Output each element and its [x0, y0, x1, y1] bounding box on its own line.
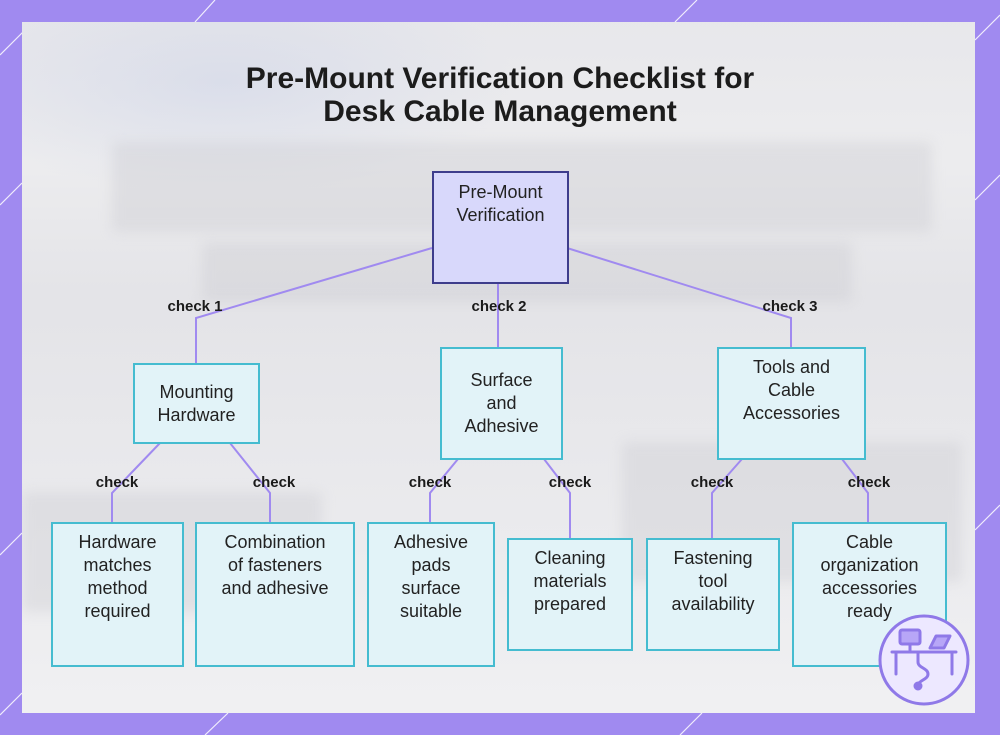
node-surface-adhesive: Surface and Adhesive — [440, 347, 563, 460]
edge-label-check-3: check 3 — [762, 298, 818, 315]
node-fastening-tool: Fastening tool availability — [646, 538, 780, 651]
node-label: Combination of fasteners and adhesive — [221, 532, 329, 598]
node-label: Hardware matches method required — [78, 532, 157, 621]
edge-mounting-combination — [229, 442, 271, 523]
edge-label-check-mounting-b: check — [252, 474, 296, 491]
node-label: Fastening tool availability — [671, 548, 755, 614]
edge-label-check-surface-a: check — [408, 474, 452, 491]
edge-surface-adhesive — [429, 458, 459, 523]
edge-label-check-2: check 2 — [471, 298, 527, 315]
edge-root-tools — [566, 247, 792, 347]
title-line-2: Desk Cable Management — [323, 95, 677, 128]
edge-mounting-hardware — [111, 442, 161, 523]
node-pre-mount-verification: Pre-Mount Verification — [432, 171, 569, 284]
node-combination-fasteners-adhesive: Combination of fasteners and adhesive — [195, 522, 355, 667]
node-label: Tools and Cable Accessories — [742, 357, 841, 423]
node-mounting-hardware: Mounting Hardware — [133, 363, 260, 444]
edge-label-check-mounting-a: check — [95, 474, 139, 491]
node-cleaning-materials: Cleaning materials prepared — [507, 538, 633, 651]
edge-surface-cleaning — [543, 458, 571, 539]
edge-tools-cable — [841, 458, 869, 523]
title-line-1: Pre-Mount Verification Checklist for — [245, 62, 755, 95]
node-adhesive-pads: Adhesive pads surface suitable — [367, 522, 495, 667]
node-label: Adhesive pads surface suitable — [393, 532, 469, 621]
edge-root-mounting — [195, 247, 433, 363]
node-label: Mounting Hardware — [157, 381, 236, 425]
node-tools-accessories: Tools and Cable Accessories — [717, 347, 866, 460]
desk-cable-icon — [878, 614, 970, 706]
node-label: Pre-Mount Verification — [456, 182, 545, 225]
edge-label-check-tools-a: check — [690, 474, 734, 491]
node-hardware-matches: Hardware matches method required — [51, 522, 184, 667]
edge-label-check-surface-b: check — [548, 474, 592, 491]
edge-label-check-tools-b: check — [847, 474, 891, 491]
edge-label-check-1: check 1 — [167, 298, 223, 315]
edge-tools-fastening — [711, 458, 743, 539]
node-label: Surface and Adhesive — [464, 370, 539, 436]
node-label: Cleaning materials prepared — [533, 548, 607, 614]
diagram-title: Pre-Mount Verification Checklist for Des… — [0, 62, 1000, 128]
node-label: Cable organization accessories ready — [820, 532, 919, 621]
